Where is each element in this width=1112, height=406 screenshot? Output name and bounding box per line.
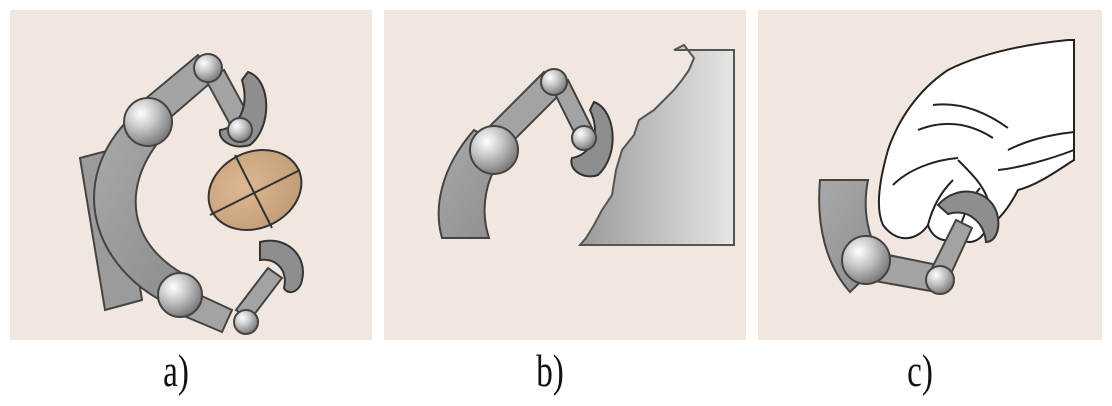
panel-b-illustration [384,10,746,340]
panel-label-b: b) [521,346,579,396]
panel-a-grasp-object [10,10,372,340]
panel-c-grasp-hand [758,10,1102,340]
joint-middle [541,69,567,95]
panel-a-illustration [10,10,372,340]
panel-c-illustration [758,10,1102,340]
joint-upper-middle [194,54,222,82]
joint-tip [572,126,596,150]
joint-base [470,126,518,174]
panel-label-a: a) [147,346,205,396]
joint-middle [926,266,954,294]
ellipsoid-object [195,135,314,244]
joint-lower-base [158,273,202,317]
panel-label-c: c) [891,346,949,396]
joint-base [842,236,890,284]
joint-upper-base [124,98,172,146]
joint-lower-middle [234,310,258,334]
panel-b-grasp-wall [384,10,746,340]
joint-upper-tip [228,118,252,142]
